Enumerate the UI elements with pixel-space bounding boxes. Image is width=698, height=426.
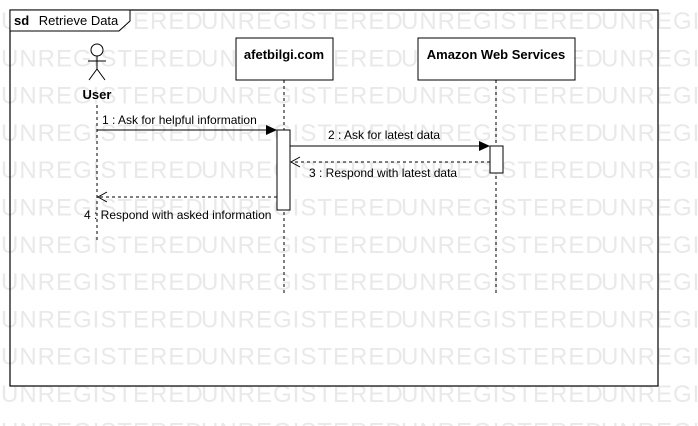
watermark-text: UNREGISTERED bbox=[1, 232, 204, 259]
participant-label-afetbilgi: afetbilgi.com bbox=[244, 47, 324, 62]
frame-keyword: sd bbox=[14, 13, 29, 28]
activation-aws bbox=[489, 145, 504, 174]
message-1: 1 : Ask for helpful information bbox=[97, 113, 277, 135]
watermark-text: UNREGISTERED bbox=[1, 83, 204, 110]
watermark-text: UNREGISTERED bbox=[601, 120, 698, 147]
participant-box-afetbilgi bbox=[235, 37, 334, 81]
watermark-text: UNREGISTERED bbox=[1, 418, 204, 426]
watermark-text: UNREGISTERED bbox=[601, 344, 698, 371]
watermark-text: UNREGISTERED bbox=[601, 83, 698, 110]
watermark-text: UNREGISTERED bbox=[401, 83, 604, 110]
watermark-text: UNREGISTERED bbox=[401, 269, 604, 296]
activation-afetbilgi bbox=[276, 129, 291, 211]
actor-head bbox=[90, 43, 104, 57]
watermark-text: UNREGISTERED bbox=[601, 306, 698, 333]
watermark-text: UNREGISTERED bbox=[201, 381, 404, 408]
frame-border bbox=[9, 9, 659, 387]
message-label: 3 : Respond with latest data bbox=[309, 166, 457, 180]
watermark-text: UNREGISTERED bbox=[401, 344, 604, 371]
message-label: 4 : Respond with asked information bbox=[84, 208, 271, 222]
frame-title-tab bbox=[9, 9, 131, 32]
arrowhead-filled bbox=[479, 141, 490, 151]
watermark-text: UNREGISTERED bbox=[1, 157, 204, 184]
watermark-text: UNREGISTERED bbox=[201, 418, 404, 426]
participant-afetbilgi: afetbilgi.com bbox=[235, 37, 334, 81]
message-3: 3 : Respond with latest data bbox=[289, 156, 490, 180]
message-label: 2 : Ask for latest data bbox=[328, 128, 440, 142]
watermark-text: UNREGISTERED bbox=[401, 195, 604, 222]
watermark-text: UNREGISTERED bbox=[601, 8, 698, 35]
actor-user: User bbox=[83, 43, 112, 102]
arrowhead-open bbox=[289, 156, 301, 168]
message-2: 2 : Ask for latest data bbox=[290, 128, 490, 151]
watermark-text: UNREGISTERED bbox=[401, 120, 604, 147]
watermark-text: UNREGISTERED bbox=[601, 157, 698, 184]
watermark-text: UNREGISTERED bbox=[601, 195, 698, 222]
arrowhead-filled bbox=[266, 125, 277, 135]
frame-title: sd Retrieve Data bbox=[14, 13, 119, 28]
watermark-text: UNREGISTERED bbox=[201, 344, 404, 371]
watermark-text: UNREGISTERED bbox=[1, 306, 204, 333]
actor-right-leg bbox=[96, 68, 106, 81]
participant-label-aws: Amazon Web Services bbox=[427, 47, 565, 62]
frame-name: Retrieve Data bbox=[39, 13, 119, 28]
participant-aws: Amazon Web Services bbox=[417, 37, 576, 81]
watermark-text: UNREGISTERED bbox=[1, 120, 204, 147]
watermark-text: UNREGISTERED bbox=[201, 83, 404, 110]
watermark-text: UNREGISTERED bbox=[201, 269, 404, 296]
watermark-text: UNREGISTERED bbox=[201, 195, 404, 222]
watermark-text: UNREGISTERED bbox=[1, 269, 204, 296]
watermark-text: UNREGISTERED bbox=[601, 381, 698, 408]
watermark-text: UNREGISTERED bbox=[601, 232, 698, 259]
message-label: 1 : Ask for helpful information bbox=[102, 113, 257, 127]
actor-left-leg bbox=[88, 68, 98, 81]
watermark-text: UNREGISTERED bbox=[201, 306, 404, 333]
watermark-text: UNREGISTERED bbox=[601, 45, 698, 72]
watermark-text: UNREGISTERED bbox=[201, 232, 404, 259]
watermark-text: UNREGISTERED bbox=[401, 381, 604, 408]
participant-box-aws bbox=[417, 37, 576, 81]
watermark-text: UNREGISTERED bbox=[1, 381, 204, 408]
watermark-text: UNREGISTERED bbox=[401, 8, 604, 35]
participant-label-user: User bbox=[83, 87, 112, 102]
watermark-text: UNREGISTERED bbox=[601, 269, 698, 296]
watermark-text: UNREGISTERED bbox=[401, 418, 604, 426]
arrowhead-open bbox=[96, 191, 108, 203]
watermark-text: UNREGISTERED bbox=[401, 306, 604, 333]
watermark-text: UNREGISTERED bbox=[601, 418, 698, 426]
watermark-text: UNREGISTERED bbox=[401, 232, 604, 259]
watermark-text: UNREGISTERED bbox=[201, 8, 404, 35]
watermark-text: UNREGISTERED bbox=[201, 120, 404, 147]
message-4: 4 : Respond with asked information bbox=[84, 191, 277, 222]
watermark-text: UNREGISTERED bbox=[1, 344, 204, 371]
